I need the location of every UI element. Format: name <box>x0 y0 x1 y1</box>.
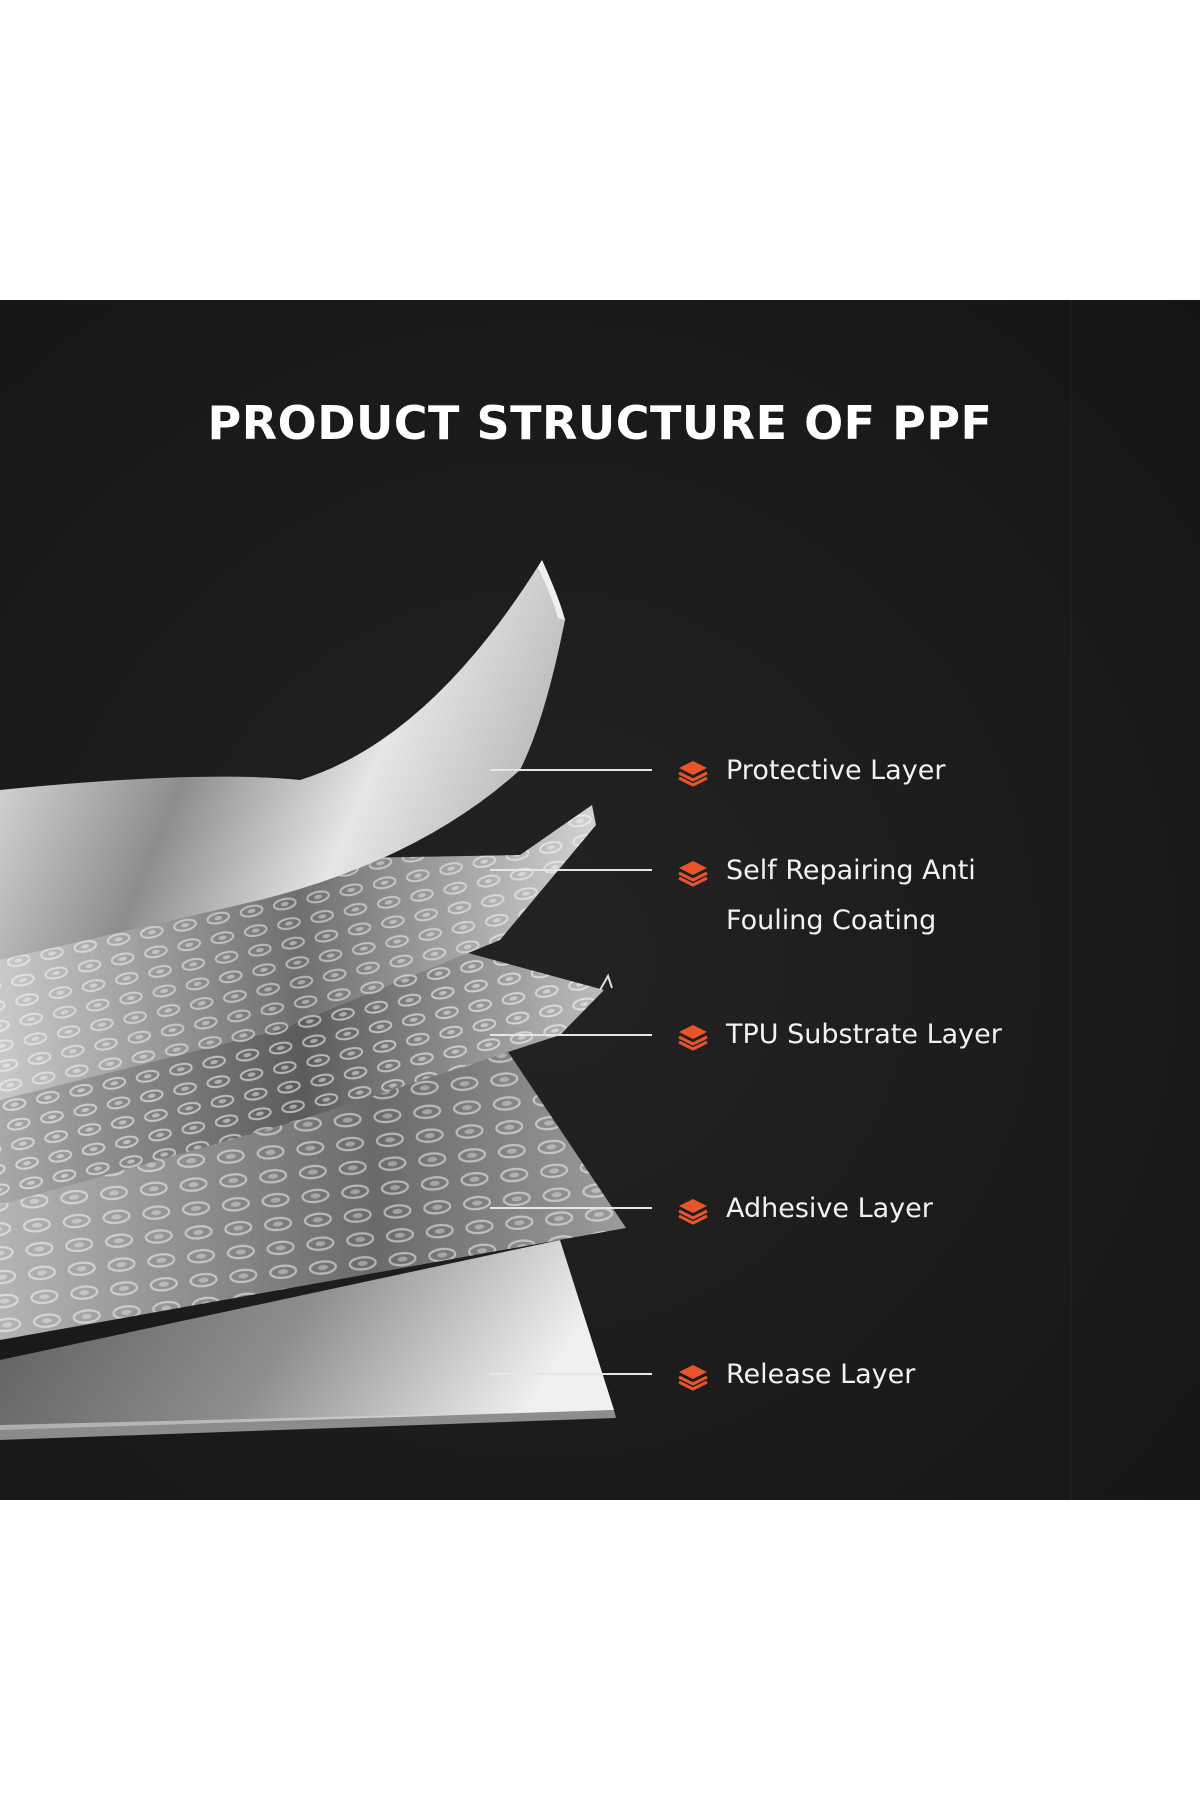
release-layer-shape <box>0 1240 614 1430</box>
layer-label-text: Release Layer <box>726 1359 916 1390</box>
layer-label-coating: Self Repairing Anti Fouling Coating <box>676 855 976 946</box>
layer-label-protective: Protective Layer <box>676 755 945 796</box>
stacked-layers-icon <box>676 1196 710 1226</box>
layer-label-text: Self Repairing Anti Fouling Coating <box>726 855 976 936</box>
stacked-layers-icon <box>676 1022 710 1052</box>
layer-label-release: Release Layer <box>676 1359 915 1400</box>
layer-illustration <box>0 560 652 1440</box>
layer-label-text: TPU Substrate Layer <box>726 1019 1002 1050</box>
layer-label-text: Adhesive Layer <box>726 1193 933 1224</box>
diagram-title: PRODUCT STRUCTURE OF PPF <box>207 396 993 450</box>
stacked-layers-icon <box>676 1362 710 1392</box>
leader-lines <box>490 769 652 1375</box>
stacked-layers-icon <box>676 758 710 788</box>
diagram-panel: PRODUCT STRUCTURE OF PPF <box>0 300 1200 1500</box>
layer-label-adhesive: Adhesive Layer <box>676 1193 933 1234</box>
layer-label-tpu: TPU Substrate Layer <box>676 1019 1002 1060</box>
layer-label-text: Protective Layer <box>726 755 946 786</box>
protective-layer-shape <box>0 560 565 960</box>
stacked-layers-icon <box>676 858 710 888</box>
